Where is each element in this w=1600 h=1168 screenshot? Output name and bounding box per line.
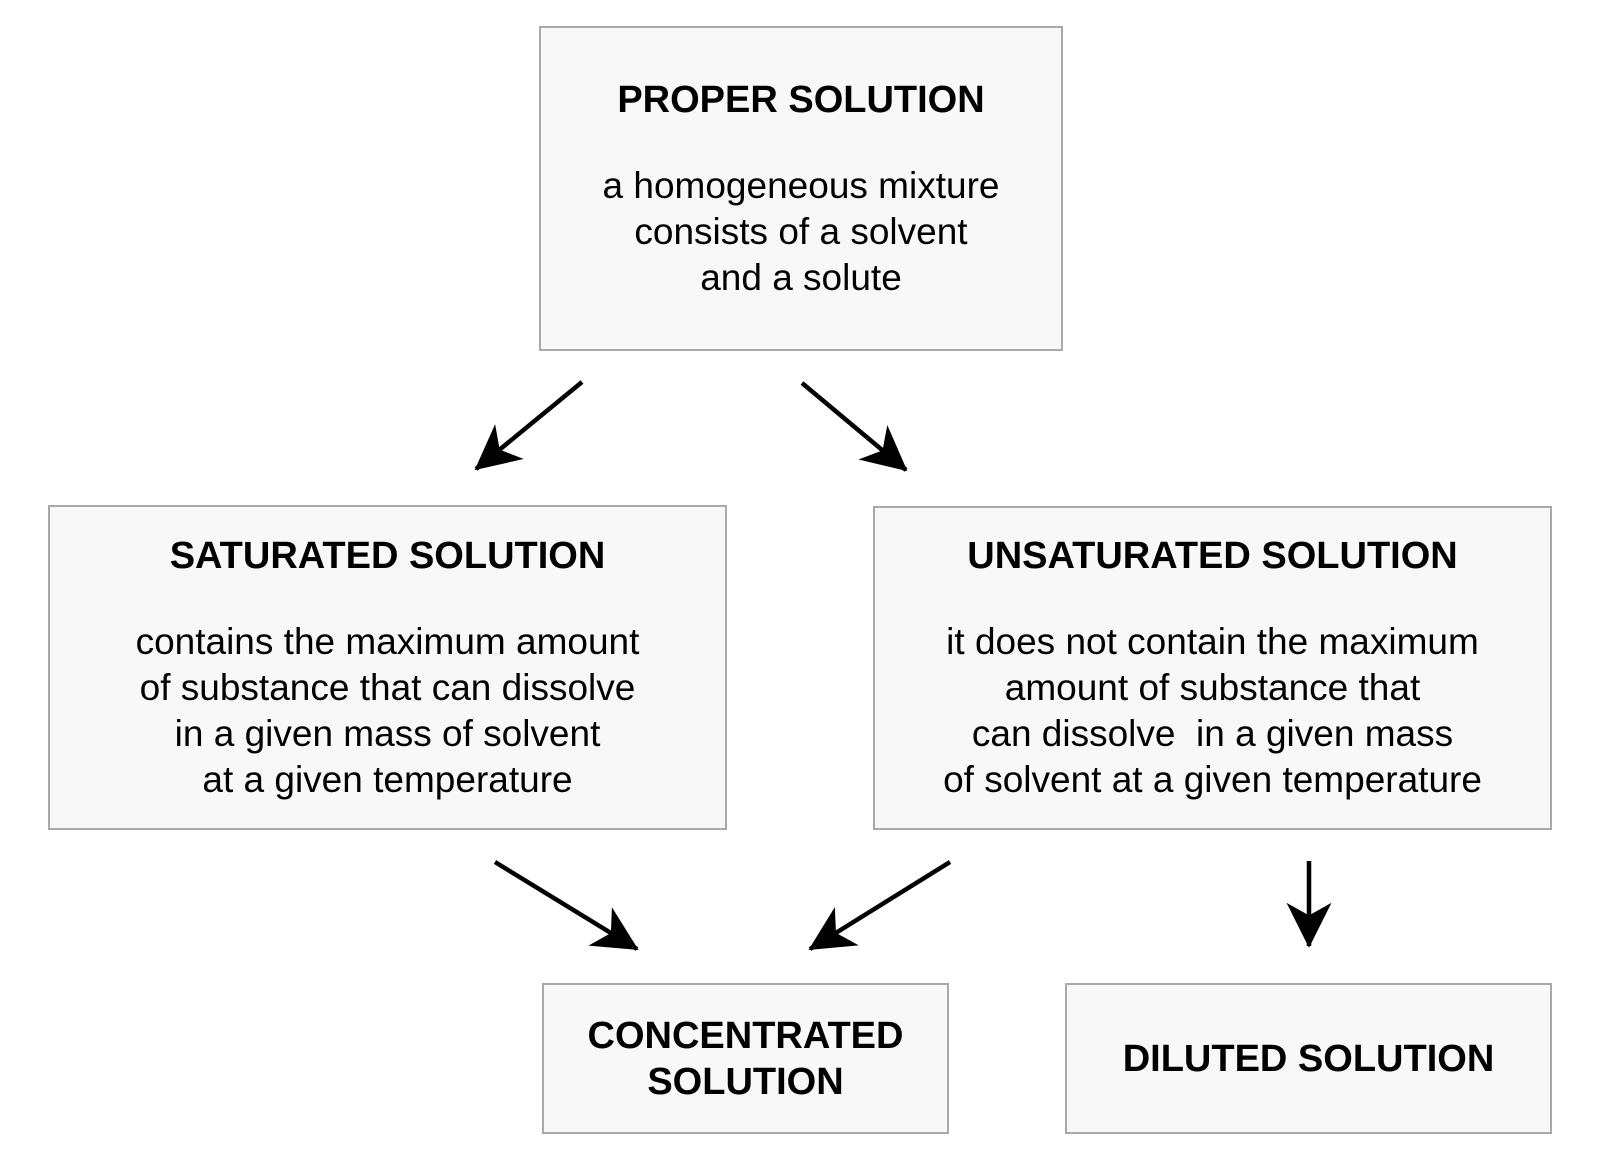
saturated-solution-title: SATURATED SOLUTION bbox=[169, 534, 606, 577]
node-diluted-solution: DILUTED SOLUTION bbox=[1065, 983, 1552, 1134]
node-unsaturated-solution: UNSATURATED SOLUTION it does not contain… bbox=[873, 506, 1552, 830]
unsaturated-solution-description: it does not contain the maximum amount o… bbox=[943, 621, 1482, 800]
proper-solution-description: a homogeneous mixture consists of a solv… bbox=[602, 164, 1000, 298]
node-concentrated-solution: CONCENTRATED SOLUTION bbox=[542, 983, 949, 1134]
node-saturated-solution: SATURATED SOLUTION contains the maximum … bbox=[48, 505, 727, 830]
proper-solution-title: PROPER SOLUTION bbox=[617, 78, 985, 121]
diluted-solution-title: DILUTED SOLUTION bbox=[1122, 1037, 1495, 1080]
arrow-proper-to-unsaturated bbox=[800, 381, 908, 472]
arrow-saturated-to-concentrated bbox=[493, 860, 639, 951]
unsaturated-solution-title: UNSATURATED SOLUTION bbox=[967, 535, 1458, 577]
node-proper-solution: PROPER SOLUTION a homogeneous mixture co… bbox=[539, 26, 1063, 351]
saturated-solution-description: contains the maximum amount of substance… bbox=[135, 620, 640, 800]
arrow-unsaturated-to-concentrated bbox=[808, 860, 952, 951]
concentrated-solution-title: CONCENTRATED SOLUTION bbox=[587, 1014, 904, 1103]
arrow-proper-to-saturated bbox=[474, 380, 584, 471]
